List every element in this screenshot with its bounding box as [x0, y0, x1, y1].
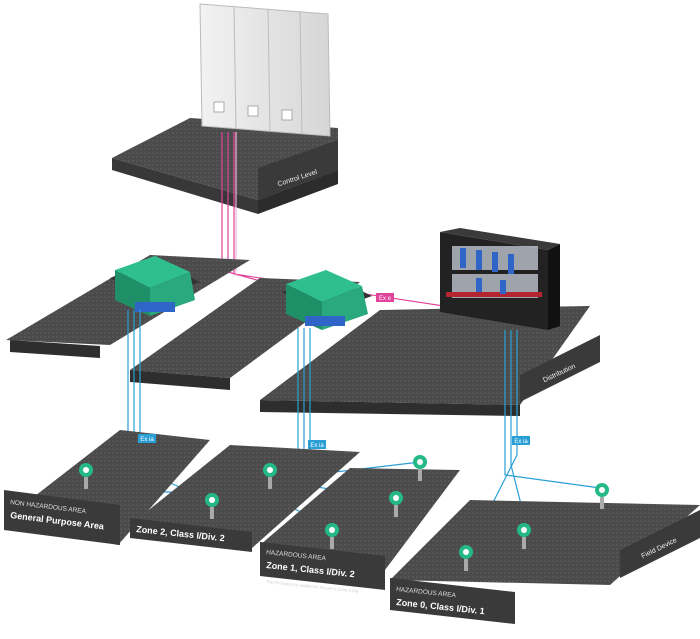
zone0-label: HAZARDOUS AREA Zone 0, Class I/Div. 1	[390, 578, 515, 624]
field-device	[595, 483, 609, 509]
field-device	[205, 493, 219, 519]
tag-ex-e: Ex e	[376, 293, 394, 302]
barrier-module-1	[110, 256, 200, 316]
field-device	[389, 491, 403, 517]
field-device	[79, 463, 93, 489]
general-area-label: NON HAZARDOUS AREA General Purpose Area	[4, 490, 120, 545]
barrier-module-2	[282, 270, 372, 330]
distribution-platform-right	[260, 306, 590, 405]
field-device	[325, 523, 339, 549]
field-device	[517, 523, 531, 549]
field-device	[413, 455, 427, 481]
tag-ex-ia-2: Ex ia	[308, 440, 326, 449]
tag-ex-ia-1: Ex ia	[138, 434, 156, 443]
svg-text:Ex ia: Ex ia	[514, 439, 528, 445]
distribution-level: Distribution	[6, 228, 600, 416]
svg-text:Ex ia: Ex ia	[140, 437, 154, 443]
field-level: Ex ia Ex ia Ex ia	[4, 430, 700, 624]
control-level: Control Level	[112, 3, 338, 214]
svg-text:Ex e: Ex e	[379, 296, 392, 302]
zone2-label: Zone 2, Class I/Div. 2	[130, 518, 252, 552]
remote-io-rack	[440, 228, 560, 330]
field-device	[459, 545, 473, 571]
field-device	[263, 463, 277, 489]
zone1-platform	[260, 468, 460, 570]
tag-ex-ia-3: Ex ia	[512, 436, 530, 445]
control-cabinet	[199, 3, 331, 137]
zone2-platform	[130, 445, 360, 548]
svg-text:Ex ia: Ex ia	[310, 443, 324, 449]
